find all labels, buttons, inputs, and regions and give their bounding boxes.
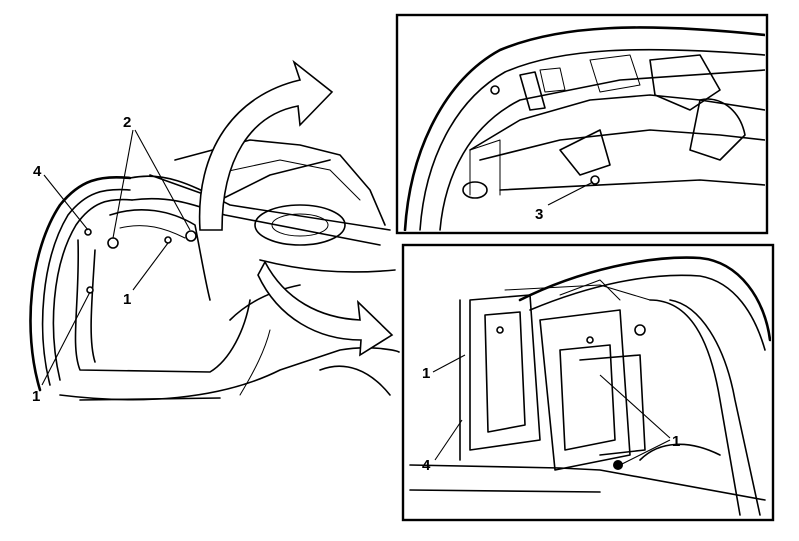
- callout-main-1-center: 1: [123, 291, 131, 308]
- inset-top-panel: 3: [395, 13, 769, 235]
- callout-inset-top-3: 3: [535, 206, 543, 223]
- curved-arrow-up-icon: [198, 59, 334, 231]
- callout-main-4: 4: [33, 163, 42, 180]
- callout-inset-bottom-1-right: 1: [672, 433, 680, 450]
- callout-main-1-lower: 1: [32, 388, 40, 405]
- inset-bottom-panel: 1 4 1: [401, 243, 775, 522]
- curved-arrow-down-icon: [257, 260, 394, 357]
- callout-inset-bottom-1-left: 1: [422, 365, 430, 382]
- callout-inset-bottom-4: 4: [422, 457, 431, 474]
- callout-main-2: 2: [123, 114, 131, 131]
